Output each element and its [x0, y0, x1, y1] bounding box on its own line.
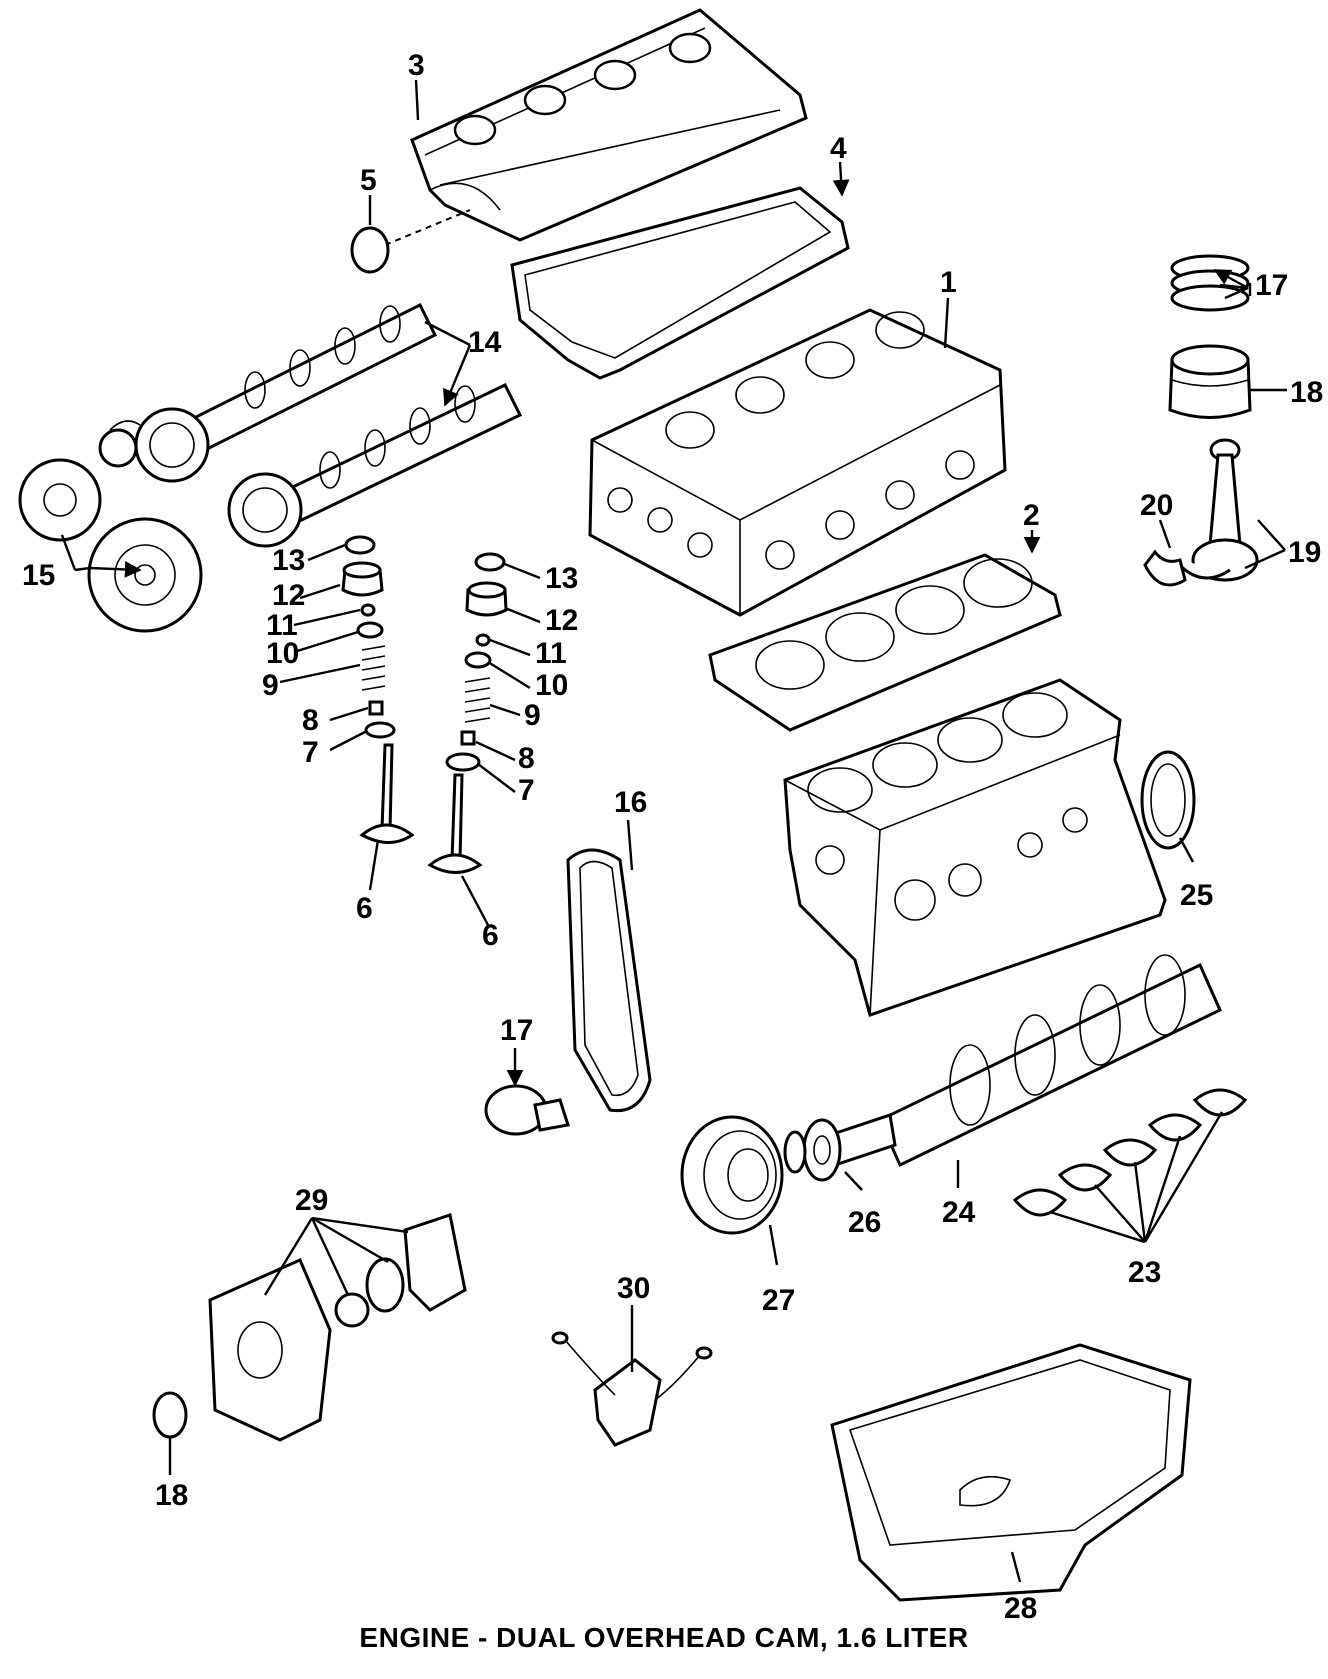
callout-30: 30 [617, 1272, 650, 1305]
cam-retaining-clip [98, 428, 138, 468]
main-bearings [1012, 1088, 1248, 1217]
rear-main-seal [1140, 750, 1196, 850]
callout-9a: 9 [262, 669, 279, 702]
piston [1168, 344, 1252, 419]
camshafts [134, 302, 523, 548]
callout-19: 17 [1255, 269, 1288, 302]
callout-12a: 12 [272, 579, 305, 612]
oil-pump [208, 1213, 467, 1442]
callout-labels: 3 4 5 1 2 17 18 19 20 14 15 13 12 11 10 … [22, 49, 1323, 1625]
callout-20: 18 [1290, 376, 1323, 409]
cam-sprockets [18, 420, 203, 633]
callout-27: 27 [762, 1284, 795, 1317]
cam-seal [350, 226, 390, 274]
oil-pan [830, 1343, 1192, 1602]
callout-29: 29 [295, 1184, 328, 1217]
valve-cover [410, 8, 808, 242]
callout-28: 28 [1004, 1592, 1037, 1625]
cylinder-block [783, 678, 1167, 1017]
head-gasket [708, 553, 1062, 732]
callout-8a: 8 [302, 704, 319, 737]
callout-1: 1 [940, 266, 957, 299]
callout-25: 25 [1180, 879, 1213, 912]
callout-11b: 11 [535, 637, 567, 670]
belt-tensioner [484, 1084, 570, 1136]
callout-15: 15 [22, 559, 55, 592]
callout-21: 19 [1288, 536, 1321, 569]
callout-2: 2 [1023, 499, 1040, 532]
callout-4: 4 [830, 132, 847, 165]
leader-lines [60, 79, 1287, 1583]
valve-train-right [427, 552, 508, 874]
callout-11a: 11 [266, 609, 298, 642]
callout-7a: 7 [302, 736, 319, 769]
callout-7b: 7 [518, 774, 535, 807]
callout-5: 5 [360, 164, 377, 197]
valve-train-left [341, 535, 415, 844]
callout-13a: 13 [272, 544, 305, 577]
connecting-rod [1191, 438, 1259, 582]
callout-18: 18 [155, 1479, 188, 1512]
callout-16: 16 [614, 786, 647, 819]
callout-9b: 9 [524, 699, 541, 732]
crank-front-seal [152, 1391, 188, 1439]
diagram-caption: ENGINE - DUAL OVERHEAD CAM, 1.6 LITER [359, 1622, 969, 1653]
oil-strainer [551, 1331, 713, 1447]
callout-17: 17 [500, 1014, 533, 1047]
crankshaft [828, 954, 1222, 1168]
callout-3: 3 [408, 49, 425, 82]
crank-pulley [680, 1115, 784, 1235]
dashed-guide-5 [384, 209, 471, 246]
callout-10a: 10 [266, 637, 299, 670]
crank-sprocket [802, 1118, 842, 1182]
callout-13b: 13 [545, 562, 578, 595]
callout-14: 14 [468, 326, 502, 359]
valve-cover-gasket [510, 186, 850, 380]
rod-bearing [1143, 549, 1187, 587]
callout-22: 20 [1140, 489, 1173, 522]
callout-12b: 12 [545, 604, 578, 637]
callout-6a: 6 [356, 892, 373, 925]
callout-8b: 8 [518, 742, 535, 775]
callout-10b: 10 [535, 669, 568, 702]
callout-23: 23 [1128, 1256, 1161, 1289]
crank-guide-plate [783, 1130, 807, 1174]
cylinder-head [588, 308, 1007, 617]
callout-24: 24 [942, 1196, 976, 1229]
callout-26: 26 [848, 1206, 881, 1239]
callout-6b: 6 [482, 919, 499, 952]
timing-belt [566, 848, 652, 1113]
